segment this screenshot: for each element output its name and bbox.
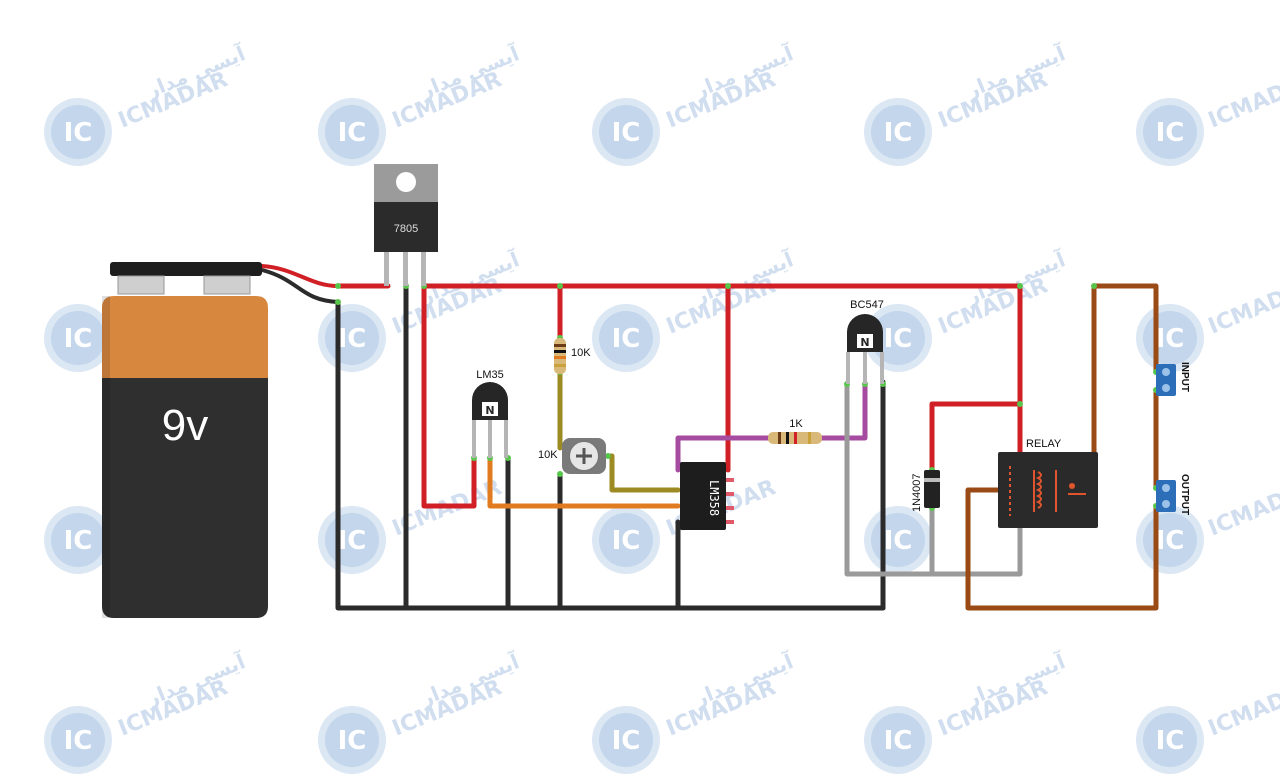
watermark-text: ICMADAR (1205, 475, 1280, 541)
terminal-output: OUTPUT (1156, 474, 1190, 515)
opamp-lm358: LM358 (680, 462, 734, 530)
temperature-sensor-lm35: LM35 N (472, 369, 508, 458)
watermark-logo: IC (592, 98, 660, 166)
power-wires (260, 264, 1023, 509)
watermark-text: ICMADAR (1205, 67, 1280, 133)
svg-text:IC: IC (338, 324, 367, 354)
svg-text:IC: IC (64, 726, 93, 756)
watermark-logo: IC (1136, 506, 1204, 574)
potentiometer-10k: 10K (538, 438, 606, 474)
watermark-logo: IC (44, 506, 112, 574)
svg-text:N: N (485, 404, 494, 417)
diode-label: 1N4007 (911, 473, 923, 512)
opamp-label: LM358 (707, 480, 721, 516)
relay: RELAY (998, 438, 1098, 528)
sensor-output-wire (487, 455, 681, 509)
watermark-logo: IC (44, 304, 112, 372)
battery-label: 9v (162, 401, 208, 450)
pot-wiper-wire (605, 453, 681, 493)
watermark-logo: IC (318, 706, 386, 774)
svg-text:IC: IC (338, 726, 367, 756)
sensor-label: LM35 (476, 369, 504, 381)
watermark-text: ICMADAR (1205, 273, 1280, 339)
ground-wires (260, 268, 886, 611)
svg-text:IC: IC (1156, 118, 1185, 148)
svg-text:IC: IC (884, 726, 913, 756)
watermark-logo: IC (44, 98, 112, 166)
transistor-bc547: BC547 N (846, 299, 884, 384)
relay-label: RELAY (1026, 438, 1062, 450)
watermark-logo: IC (592, 506, 660, 574)
resistor-10k-label: 10K (571, 347, 591, 359)
svg-text:IC: IC (1156, 726, 1185, 756)
watermark-logo: IC (1136, 706, 1204, 774)
svg-text:IC: IC (884, 118, 913, 148)
watermark-logo: IC (864, 98, 932, 166)
terminal-output-label: OUTPUT (1179, 474, 1190, 515)
svg-text:IC: IC (1156, 324, 1185, 354)
opamp-output-wire (675, 435, 771, 473)
svg-text:IC: IC (64, 118, 93, 148)
relay-coil-icon (1033, 470, 1057, 512)
load-wires (965, 283, 1159, 611)
svg-text:IC: IC (64, 324, 93, 354)
svg-text:IC: IC (612, 324, 641, 354)
svg-text:IC: IC (612, 726, 641, 756)
transistor-label: BC547 (850, 299, 884, 311)
battery-9v: 9v (102, 262, 268, 618)
relay-return-wires (844, 381, 1023, 577)
svg-text:IC: IC (612, 526, 641, 556)
wires (260, 264, 1159, 611)
watermark-logo: IC (1136, 98, 1204, 166)
svg-text:N: N (860, 336, 869, 349)
base-wire (819, 381, 868, 441)
diode-1n4007: 1N4007 (911, 470, 940, 512)
svg-text:IC: IC (64, 526, 93, 556)
terminal-input: INPUT (1156, 362, 1190, 396)
watermark-logo: IC (864, 706, 932, 774)
watermark-logo: IC (864, 506, 932, 574)
potentiometer-label: 10K (538, 449, 558, 461)
svg-text:IC: IC (338, 526, 367, 556)
watermark-logo: IC (44, 706, 112, 774)
watermark-logo: IC (1136, 304, 1204, 372)
regulator-label: 7805 (394, 223, 418, 235)
resistor-1k-label: 1K (789, 418, 803, 430)
watermark-logo: IC (592, 304, 660, 372)
voltage-regulator-7805: 7805 (374, 164, 438, 286)
svg-text:IC: IC (612, 118, 641, 148)
watermark-logo: IC (318, 506, 386, 574)
svg-text:IC: IC (884, 324, 913, 354)
svg-text:IC: IC (1156, 526, 1185, 556)
terminal-input-label: INPUT (1179, 362, 1190, 392)
watermark-logo: IC (592, 706, 660, 774)
svg-text:IC: IC (338, 118, 367, 148)
resistor-1k: 1K (768, 418, 822, 444)
watermark-text: ICMADAR (1205, 675, 1280, 741)
svg-text:IC: IC (884, 526, 913, 556)
watermark-logo: IC (318, 304, 386, 372)
resistor-10k: 10K (554, 338, 591, 374)
watermark-logo: IC (318, 98, 386, 166)
